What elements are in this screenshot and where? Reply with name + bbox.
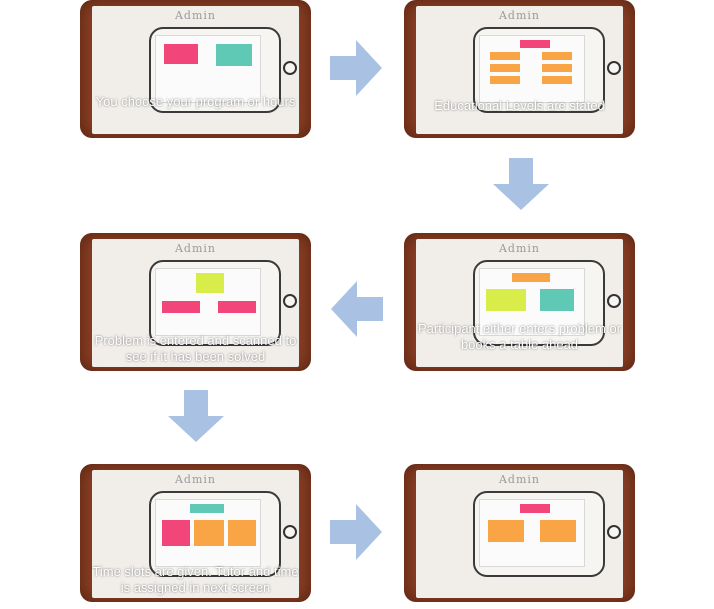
sticky-note-orange (488, 520, 524, 542)
panel-caption: Problem is entered and scanned to see if… (94, 333, 297, 364)
panel-time-slots: Admin Time slots are given. Tutor and ti… (80, 464, 311, 602)
sticky-note-orange (490, 52, 520, 60)
admin-label: Admin (498, 9, 541, 22)
screen-sketch (155, 268, 261, 336)
arrow-down-icon (168, 390, 224, 442)
sticky-note-pink (520, 40, 550, 48)
sticky-note-pink (218, 301, 256, 313)
phone-sketch (149, 491, 297, 577)
arrow-down-icon (493, 158, 549, 210)
phone-sketch (149, 27, 297, 113)
admin-label: Admin (498, 473, 541, 486)
panel-choose-program: Admin You choose your program or hours (80, 0, 311, 138)
sticky-note-teal (216, 44, 252, 66)
home-button-sketch (283, 525, 297, 539)
sticky-note-yellow (196, 273, 224, 293)
admin-label: Admin (174, 242, 217, 255)
home-button-sketch (607, 294, 621, 308)
panel-participant-enters: Admin Participant either enters problem … (404, 233, 635, 371)
panel-caption: You choose your program or hours (95, 94, 296, 109)
phone-sketch (473, 27, 621, 113)
paper-sketch: Admin (92, 6, 299, 134)
panel-caption: Educational Levels are stated (434, 98, 605, 113)
phone-sketch (149, 260, 297, 346)
sticky-note-orange (194, 520, 224, 546)
admin-label: Admin (498, 242, 541, 255)
paper-sketch: Admin (416, 470, 623, 598)
paper-sketch: Admin (92, 470, 299, 598)
sticky-note-orange (542, 52, 572, 60)
sticky-note-orange (542, 64, 572, 72)
sticky-note-teal (540, 289, 574, 311)
home-button-sketch (283, 61, 297, 75)
home-button-sketch (607, 61, 621, 75)
panel-caption: Time slots are given. Tutor and time is … (92, 564, 299, 595)
sticky-note-orange (540, 520, 576, 542)
sticky-note-orange (228, 520, 256, 546)
sticky-note-pink (162, 520, 190, 546)
arrow-right-icon (330, 504, 382, 560)
sticky-note-yellow (486, 289, 526, 311)
panel-educational-levels: Admin Educational Levels are stated (404, 0, 635, 138)
sticky-note-pink (164, 44, 198, 64)
screen-sketch (479, 35, 585, 103)
arrow-right-icon (330, 40, 382, 96)
screen-sketch (155, 35, 261, 103)
sticky-note-orange (512, 273, 550, 282)
sticky-note-orange (542, 76, 572, 84)
sticky-note-pink (520, 504, 550, 513)
paper-sketch: Admin (416, 6, 623, 134)
screen-sketch (479, 268, 585, 336)
home-button-sketch (283, 294, 297, 308)
panel-problem-scanned: Admin Problem is entered and scanned to … (80, 233, 311, 371)
admin-label: Admin (174, 473, 217, 486)
phone-sketch (473, 260, 621, 346)
sticky-note-orange (490, 76, 520, 84)
admin-label: Admin (174, 9, 217, 22)
arrow-left-icon (331, 281, 383, 337)
paper-sketch: Admin (416, 239, 623, 367)
panel-tutor-assigned: Admin (404, 464, 635, 602)
screen-sketch (479, 499, 585, 567)
screen-sketch (155, 499, 261, 567)
sticky-note-teal (190, 504, 224, 513)
panel-caption: Participant either enters problem or boo… (417, 321, 622, 352)
home-button-sketch (607, 525, 621, 539)
paper-sketch: Admin (92, 239, 299, 367)
sticky-note-orange (490, 64, 520, 72)
sticky-note-pink (162, 301, 200, 313)
phone-sketch (473, 491, 621, 577)
